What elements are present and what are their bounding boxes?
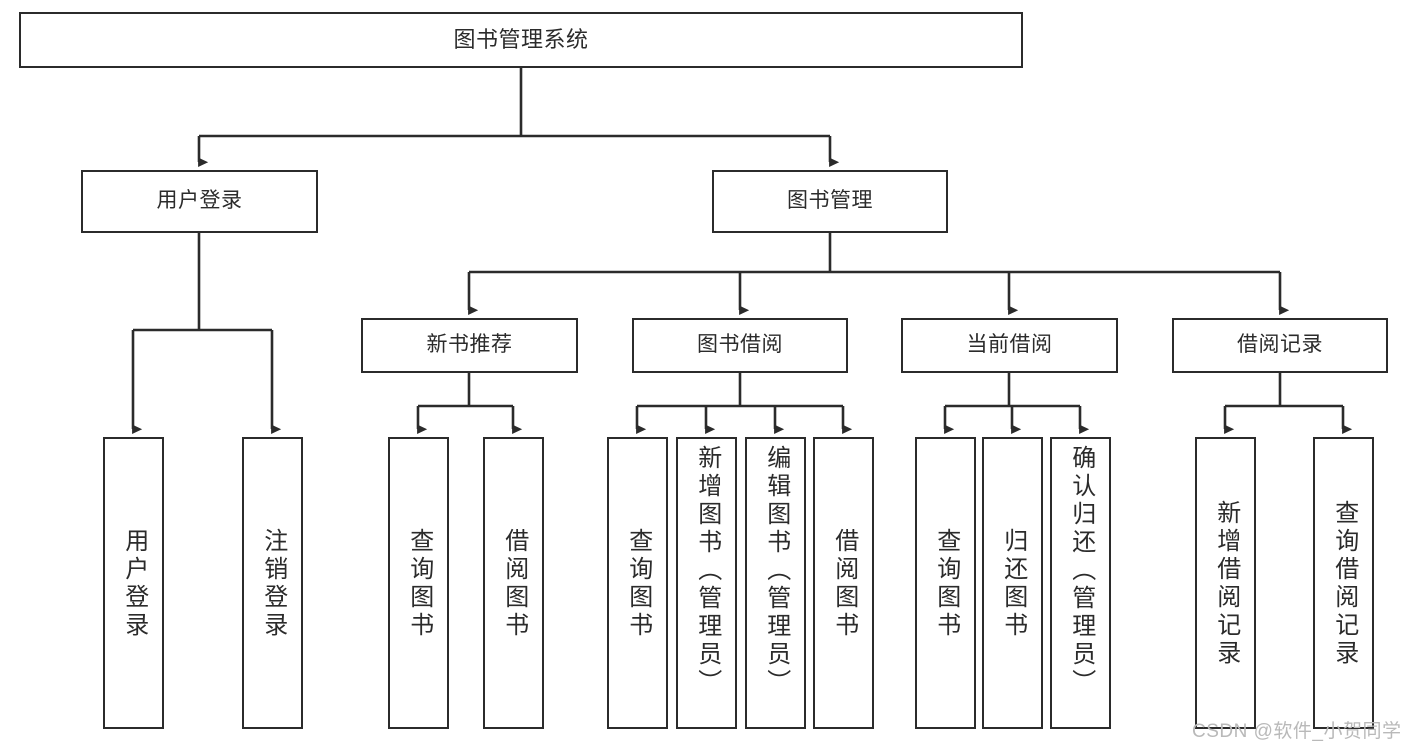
leaf-user-login-login-label: 用户登录 — [120, 528, 148, 640]
node-user-login[interactable]: 用户登录 — [81, 170, 318, 233]
leaf-current-confirm-return-admin[interactable]: 确认归还（管理员） — [1050, 437, 1111, 729]
leaf-new-book-query-books[interactable]: 查询图书 — [388, 437, 449, 729]
leaf-new-book-borrow-books-label: 借阅图书 — [500, 528, 528, 640]
leaf-borrow-query-books[interactable]: 查询图书 — [607, 437, 668, 729]
node-book-borrowing-label: 图书借阅 — [697, 333, 783, 357]
leaf-borrow-add-book-admin-label: 新增图书（管理员） — [693, 445, 721, 697]
node-root-label: 图书管理系统 — [453, 27, 589, 53]
leaf-current-return-books-label: 归还图书 — [999, 528, 1027, 640]
node-root-book-management-system[interactable]: 图书管理系统 — [19, 12, 1023, 68]
node-current-borrowing[interactable]: 当前借阅 — [901, 318, 1118, 373]
node-borrowing-record-label: 借阅记录 — [1237, 333, 1323, 357]
leaf-user-login-logout[interactable]: 注销登录 — [242, 437, 303, 729]
node-new-book-recommendation-label: 新书推荐 — [426, 333, 513, 357]
leaf-record-add-borrow-record-label: 新增借阅记录 — [1212, 500, 1240, 668]
node-borrowing-record[interactable]: 借阅记录 — [1172, 318, 1388, 373]
leaf-borrow-edit-book-admin-label: 编辑图书（管理员） — [762, 445, 790, 697]
leaf-user-login-login[interactable]: 用户登录 — [103, 437, 164, 729]
leaf-borrow-borrow-books-label: 借阅图书 — [830, 528, 858, 640]
leaf-new-book-borrow-books[interactable]: 借阅图书 — [483, 437, 544, 729]
leaf-current-return-books[interactable]: 归还图书 — [982, 437, 1043, 729]
node-current-borrowing-label: 当前借阅 — [966, 333, 1053, 357]
leaf-current-query-books-label: 查询图书 — [932, 528, 960, 640]
node-user-login-label: 用户登录 — [156, 189, 243, 213]
leaf-record-query-borrow-record[interactable]: 查询借阅记录 — [1313, 437, 1374, 729]
leaf-user-login-logout-label: 注销登录 — [259, 528, 287, 640]
leaf-borrow-query-books-label: 查询图书 — [624, 528, 652, 640]
node-book-management-label: 图书管理 — [787, 189, 873, 213]
leaf-current-confirm-return-admin-label: 确认归还（管理员） — [1067, 445, 1095, 697]
leaf-record-add-borrow-record[interactable]: 新增借阅记录 — [1195, 437, 1256, 729]
leaf-new-book-query-books-label: 查询图书 — [405, 528, 433, 640]
node-book-management[interactable]: 图书管理 — [712, 170, 948, 233]
node-new-book-recommendation[interactable]: 新书推荐 — [361, 318, 578, 373]
leaf-borrow-add-book-admin[interactable]: 新增图书（管理员） — [676, 437, 737, 729]
leaf-record-query-borrow-record-label: 查询借阅记录 — [1330, 500, 1358, 668]
node-book-borrowing[interactable]: 图书借阅 — [632, 318, 848, 373]
leaf-borrow-edit-book-admin[interactable]: 编辑图书（管理员） — [745, 437, 806, 729]
leaf-borrow-borrow-books[interactable]: 借阅图书 — [813, 437, 874, 729]
leaf-current-query-books[interactable]: 查询图书 — [915, 437, 976, 729]
